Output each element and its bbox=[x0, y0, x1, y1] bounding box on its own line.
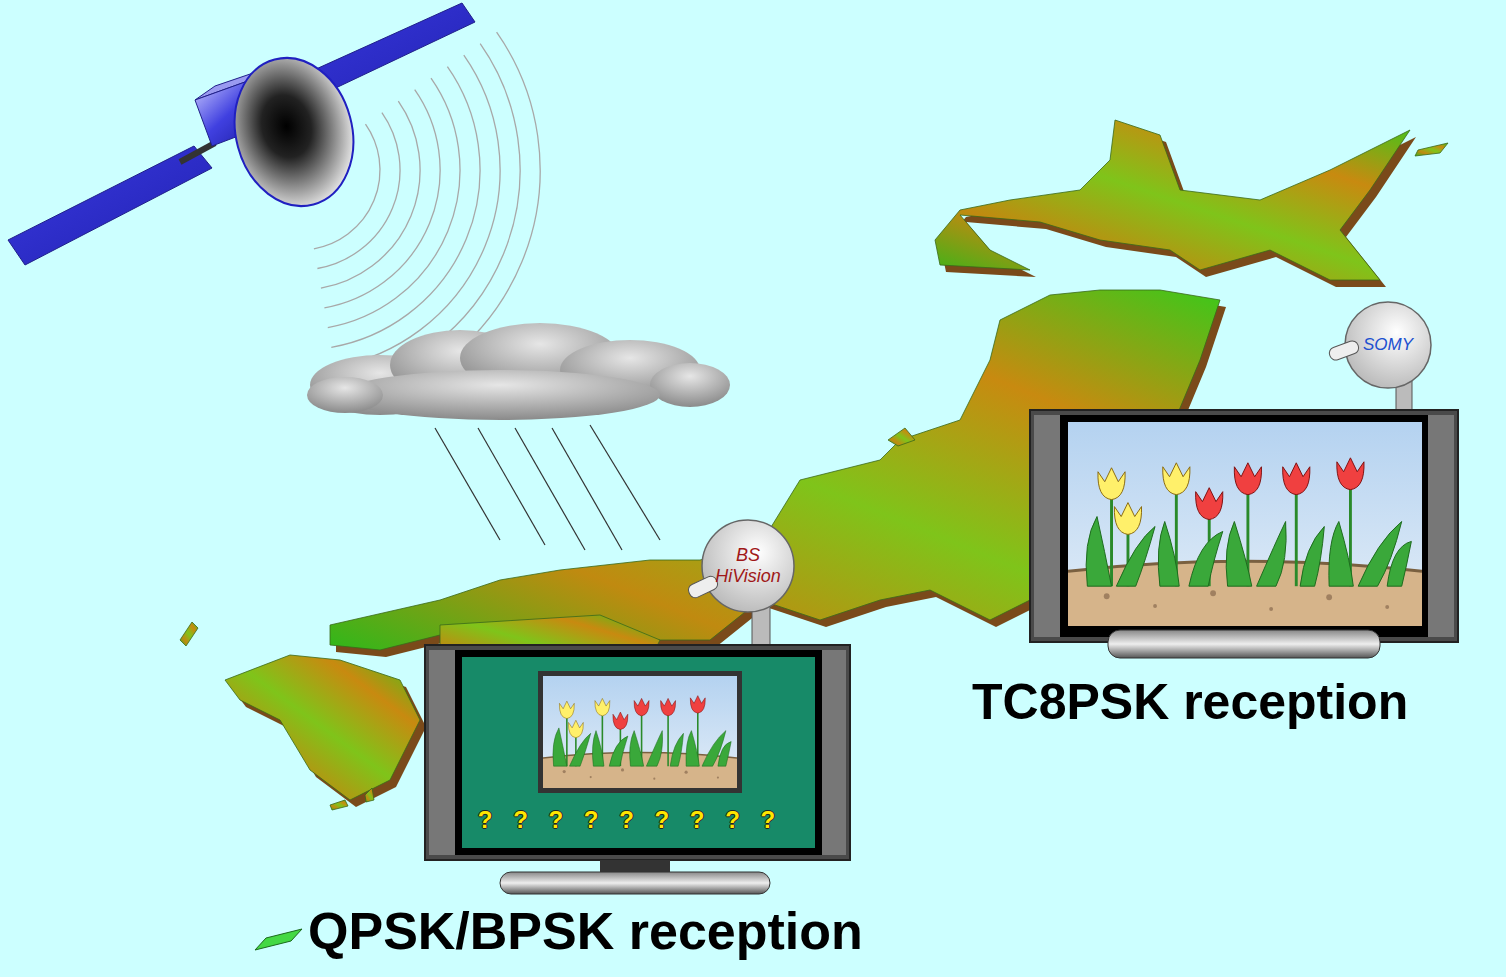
television bbox=[425, 600, 850, 894]
reception-heading: QPSK/BPSK reception bbox=[308, 902, 863, 962]
green-mark bbox=[255, 929, 302, 950]
satellite bbox=[8, 3, 475, 265]
rain-cloud bbox=[307, 323, 730, 420]
satellite-dish: SOMY bbox=[1343, 300, 1433, 390]
dish-brand: SOMY bbox=[1351, 335, 1425, 355]
dish-brand: BS HiVision bbox=[706, 545, 790, 586]
television-set: TC8PSK reception bbox=[1030, 410, 1458, 642]
reception-heading: TC8PSK reception bbox=[972, 674, 1408, 732]
television bbox=[1030, 380, 1458, 658]
television-set: ? ? ? ? ? ? ? ? ?QPSK/BPSK reception bbox=[425, 645, 850, 860]
satellite-dish: BS HiVision bbox=[700, 518, 796, 614]
question-marks: ? ? ? ? ? ? ? ? ? bbox=[478, 805, 782, 835]
rain bbox=[435, 425, 660, 550]
